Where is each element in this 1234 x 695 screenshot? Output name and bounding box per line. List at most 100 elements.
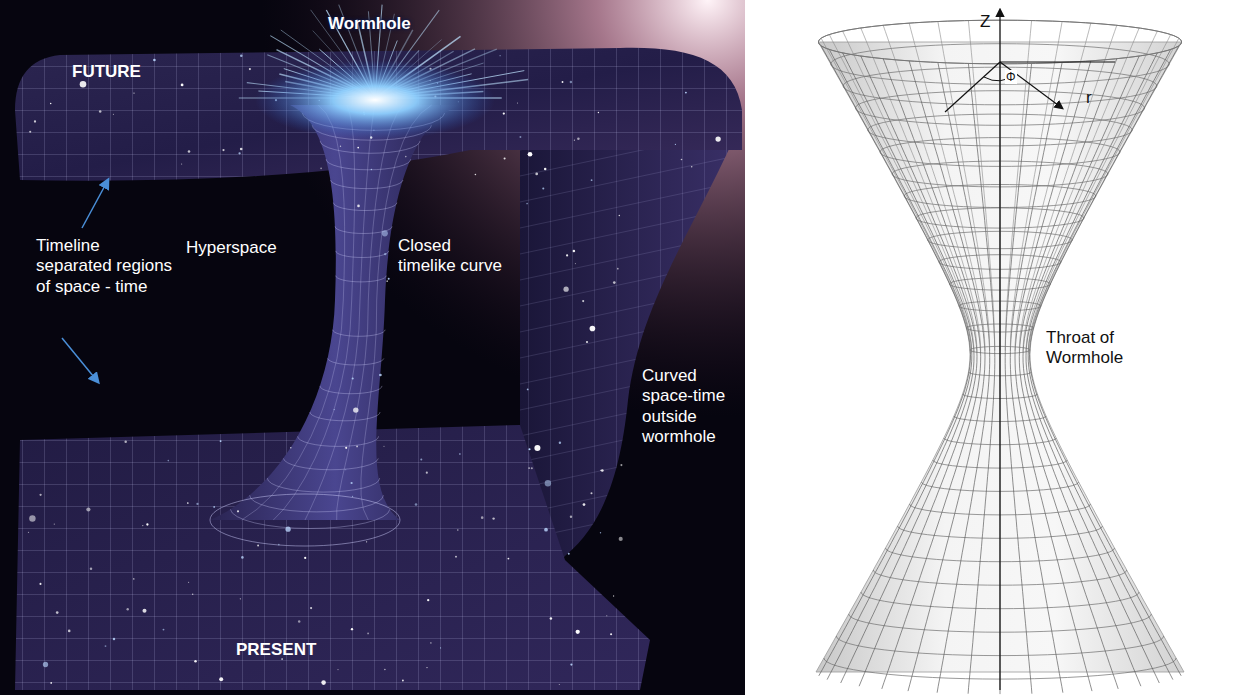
star [691, 166, 693, 168]
star [459, 453, 460, 454]
star [528, 467, 530, 469]
star [142, 609, 146, 613]
star [613, 281, 616, 284]
meridian-line [1028, 50, 1173, 680]
star [240, 54, 243, 57]
star [574, 140, 575, 141]
star [613, 595, 614, 596]
star [426, 667, 427, 668]
white-panel [745, 0, 1234, 695]
star [196, 503, 198, 505]
region-label: Hyperspace [186, 238, 277, 258]
star [219, 677, 223, 681]
star [220, 440, 222, 442]
star [238, 152, 240, 154]
star [545, 480, 551, 486]
curve-label: Closed timelike curve [398, 236, 510, 277]
tube-line [305, 105, 375, 520]
meridian-line [908, 61, 985, 691]
meridian-line [1026, 31, 1157, 352]
star [420, 458, 422, 460]
star [590, 326, 596, 332]
star [188, 150, 191, 153]
star [142, 525, 143, 526]
star [517, 102, 518, 103]
star [320, 167, 322, 169]
leader-arrow [62, 338, 98, 382]
star [241, 556, 244, 559]
star [598, 112, 599, 113]
star [559, 442, 561, 444]
star [384, 669, 385, 670]
star [583, 503, 586, 506]
star [99, 110, 102, 113]
star [492, 517, 494, 519]
star [383, 446, 384, 447]
wormhole-label: Wormhole [328, 14, 411, 34]
star-field [28, 54, 721, 685]
axis-label: r [1086, 88, 1092, 108]
star [181, 163, 182, 164]
star [194, 660, 197, 663]
star [563, 287, 568, 292]
space-background [0, 0, 745, 695]
wall-grid [520, 120, 742, 560]
star [575, 263, 576, 264]
star [29, 515, 35, 521]
z-axis [999, 10, 1000, 690]
star [570, 81, 572, 83]
star [86, 507, 90, 511]
note-label: Curved space-time outside wormhole [642, 366, 742, 448]
star [475, 174, 477, 176]
star [617, 268, 619, 270]
star [534, 445, 540, 451]
tube-ring [230, 509, 390, 528]
star [113, 114, 114, 115]
star [240, 148, 243, 151]
tube-line [337, 105, 404, 520]
star [591, 179, 593, 181]
star [310, 607, 312, 609]
star [544, 168, 546, 170]
meridian-line [937, 63, 990, 693]
star [352, 377, 354, 379]
region-label: FUTURE [72, 62, 141, 82]
star [382, 230, 388, 236]
star [384, 253, 386, 255]
star [620, 464, 622, 466]
star [181, 84, 184, 87]
star [415, 503, 418, 506]
star [576, 630, 580, 634]
star [519, 136, 521, 138]
star [455, 556, 457, 558]
star [68, 630, 71, 633]
star [39, 494, 41, 496]
star [278, 544, 280, 546]
tube-line [242, 105, 345, 520]
meridian-line [841, 53, 974, 683]
star [133, 92, 134, 93]
star [582, 300, 584, 302]
star [352, 496, 353, 497]
star [619, 215, 621, 217]
star [249, 68, 251, 70]
star [192, 594, 193, 595]
star [240, 598, 241, 599]
star [366, 541, 367, 542]
star [290, 447, 291, 448]
meridian-line [1005, 64, 1032, 694]
star [586, 341, 588, 343]
meridian-line [829, 35, 972, 353]
star [457, 529, 459, 531]
star [28, 532, 29, 533]
meridian-line [1028, 35, 1171, 353]
angle-label: Φ [1005, 70, 1017, 84]
star [503, 112, 505, 114]
star [237, 510, 239, 512]
star [526, 203, 528, 205]
star [39, 583, 41, 585]
meridian-line [819, 46, 971, 676]
star [570, 516, 572, 518]
star [257, 545, 259, 547]
